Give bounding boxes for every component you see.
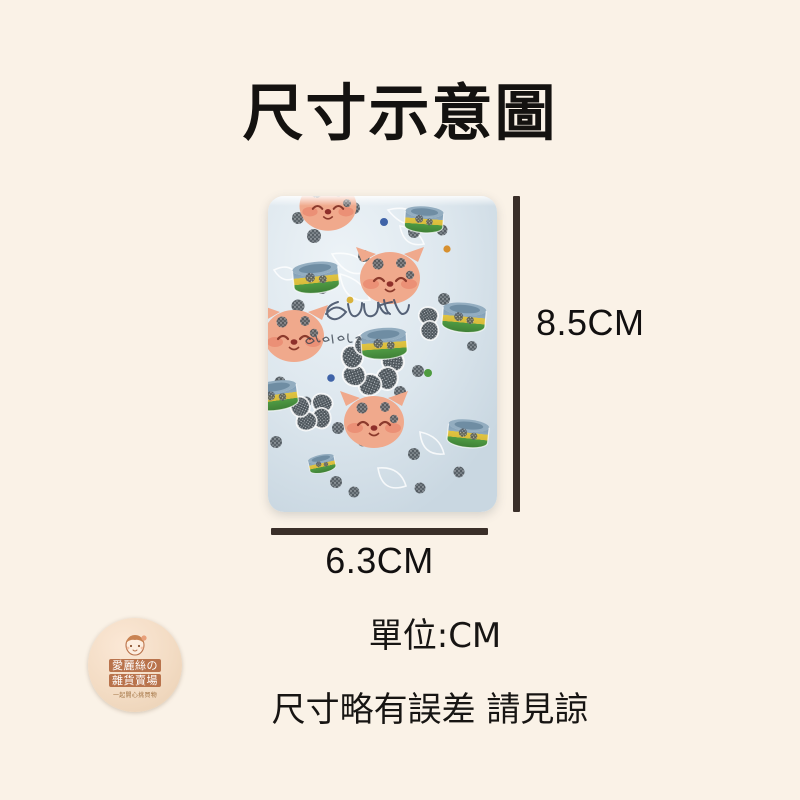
height-dimension-label: 8.5CM xyxy=(536,302,645,343)
logo-tagline: 一起開心挑買物 xyxy=(112,691,158,699)
logo-line-one: 愛麗絲の xyxy=(109,658,161,672)
width-measure-bar xyxy=(271,528,488,535)
disclaimer-note: 尺寸略有誤差 請見諒 xyxy=(271,690,589,730)
shop-logo-badge: 愛麗絲の 雜貨賣場 一起開心挑買物 xyxy=(88,618,182,712)
unit-note: 單位:CM xyxy=(368,616,502,656)
height-measure-bar xyxy=(513,196,520,512)
girl-face-icon xyxy=(125,634,147,656)
product-image xyxy=(268,196,497,512)
product-pattern-artwork xyxy=(268,196,497,512)
page-title: 尺寸示意圖 xyxy=(242,78,558,149)
width-dimension-label: 6.3CM xyxy=(325,540,434,581)
logo-line-two: 雜貨賣場 xyxy=(109,673,161,687)
